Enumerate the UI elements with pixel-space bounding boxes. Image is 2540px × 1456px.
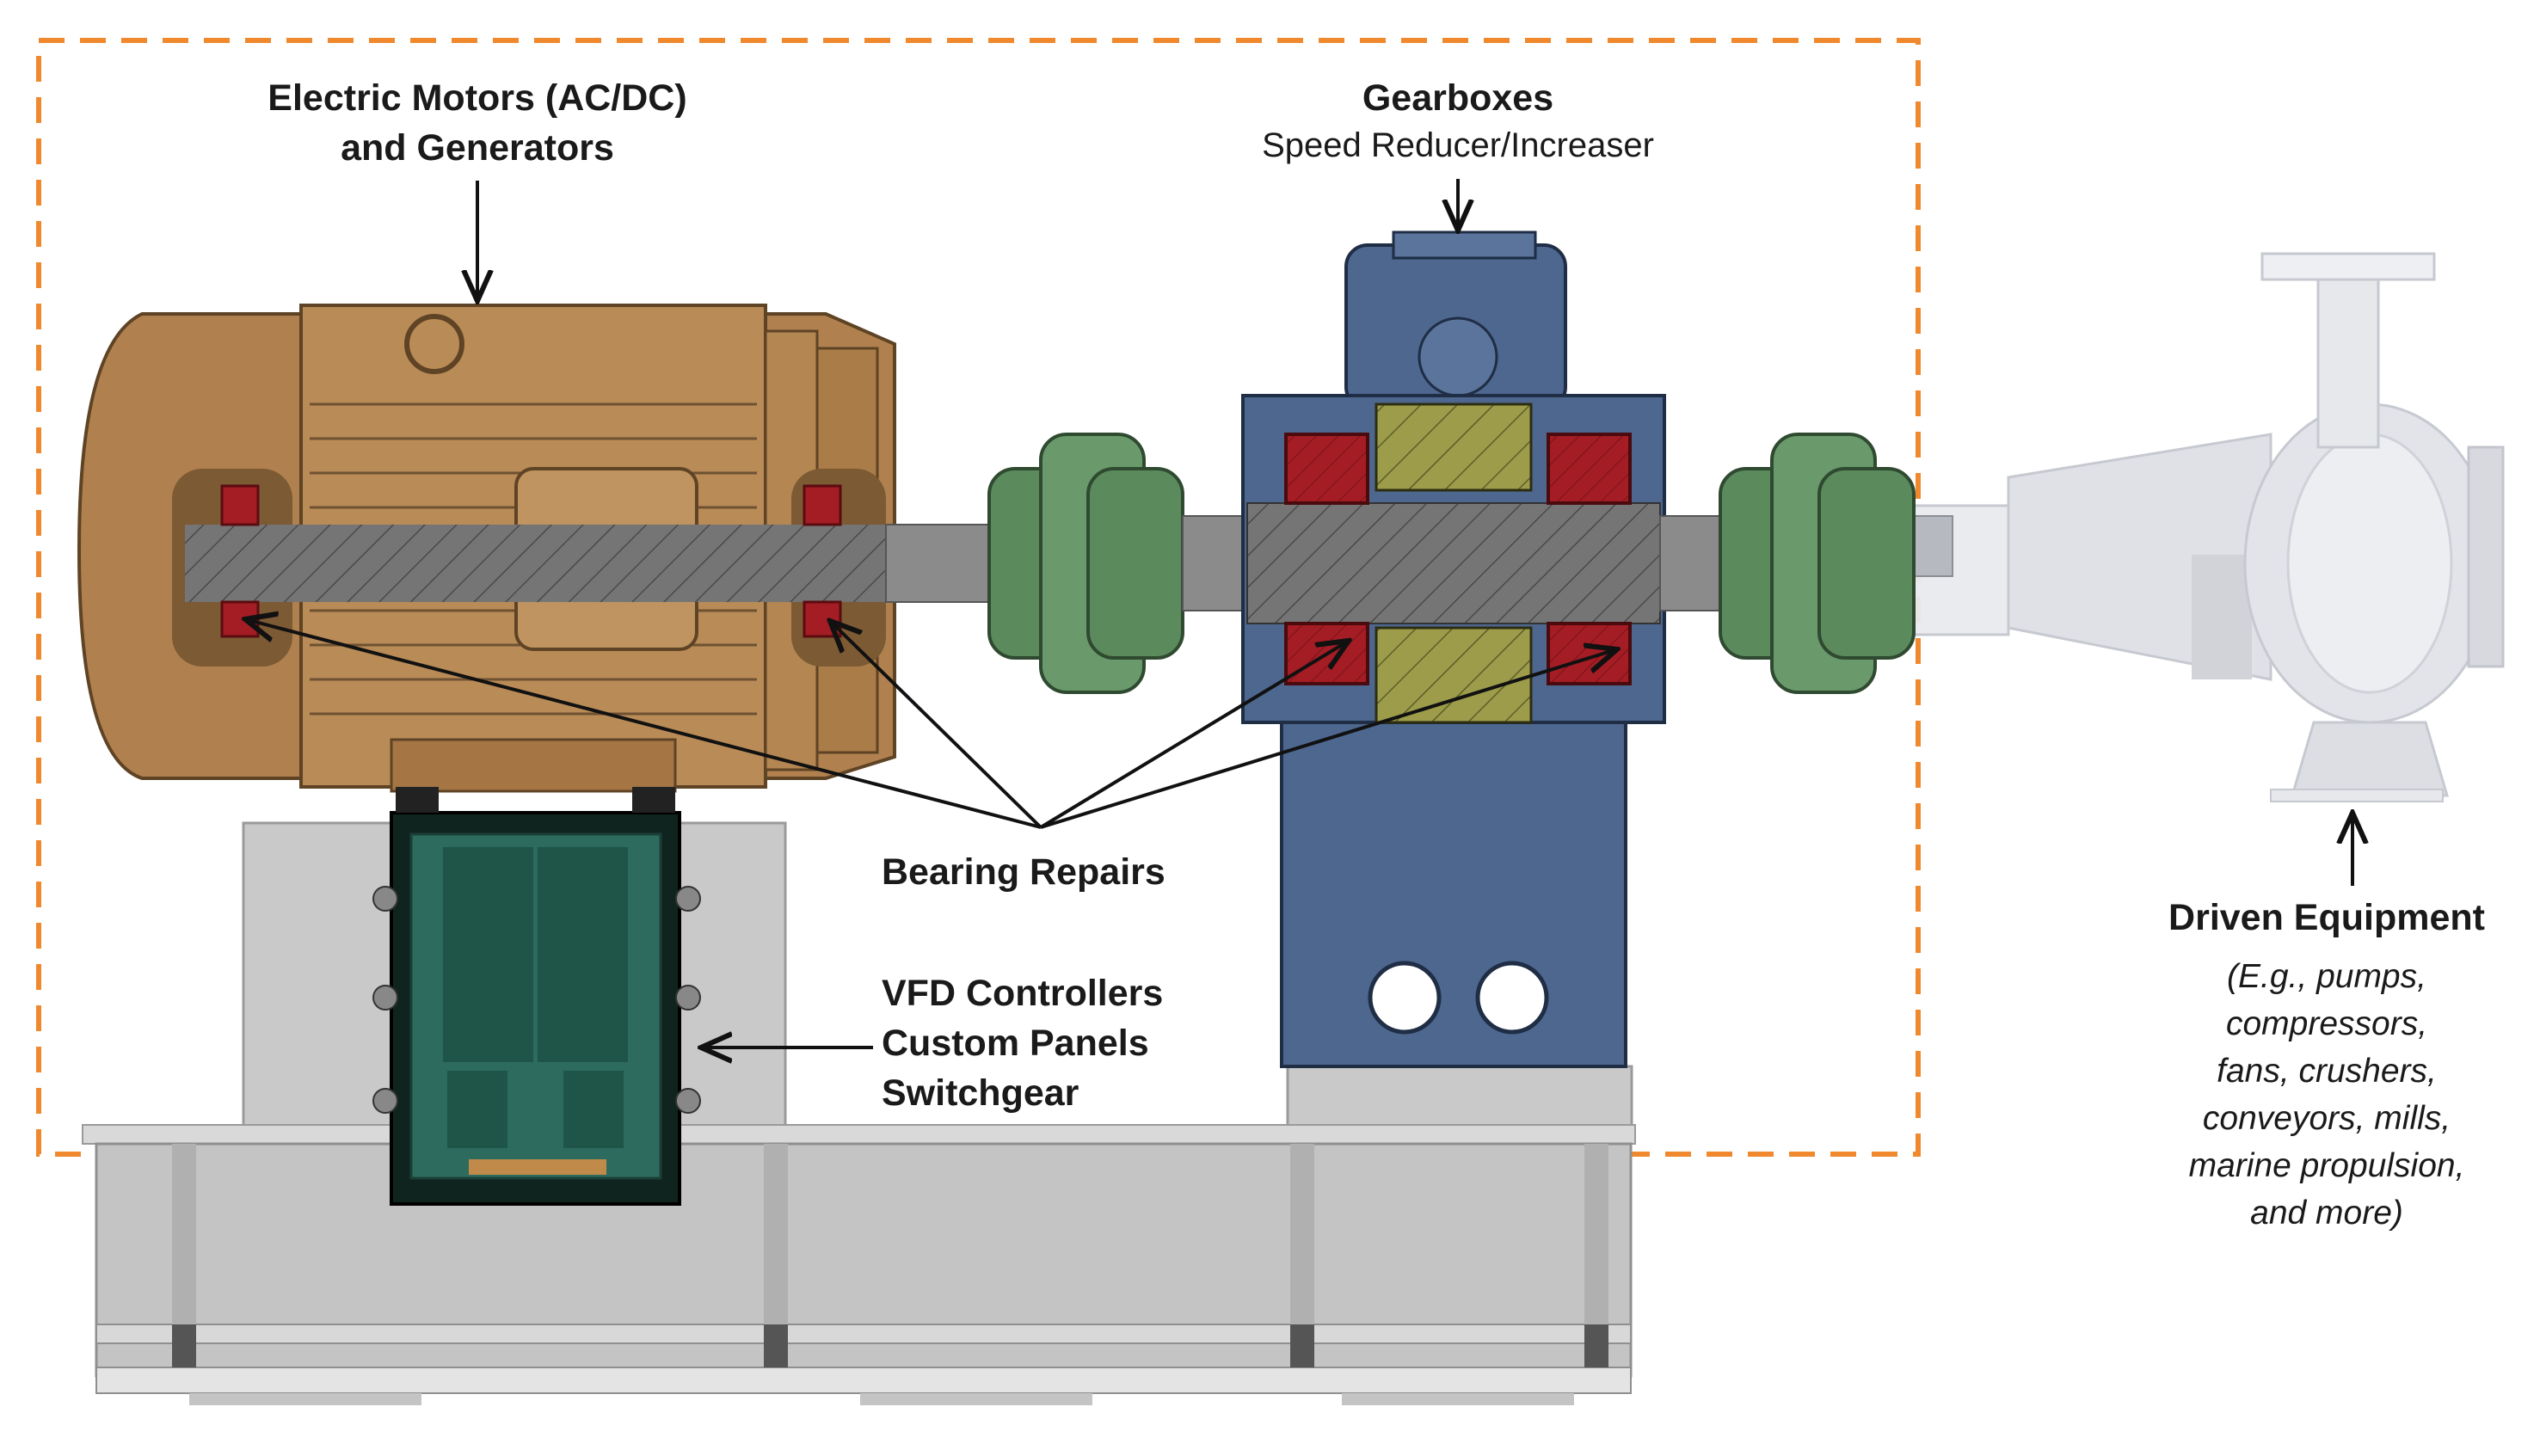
arrow-bearing-3 [1039,641,1349,829]
driven-line-2: compressors, [2225,1005,2428,1042]
vfd-label-line2: Custom Panels [882,1023,1149,1064]
gearboxes-subtitle: Speed Reducer/Increaser [1262,126,1654,164]
gearbox-bearing-bottom-right [1547,622,1632,685]
base-frame [82,821,1636,1405]
motor-bearing-right-bottom [803,600,842,638]
motors-label-line1: Electric Motors (AC/DC) [268,77,687,119]
motor-bearing-left-top [220,484,260,526]
gearbox-bearing-top-right [1547,433,1632,505]
driven-line-6: and more) [2250,1195,2403,1232]
callout-arrows [245,179,2352,1047]
bearing-repairs-label: Bearing Repairs [882,851,1165,893]
arrow-bearing-1 [245,619,1042,829]
coupling-right [1659,433,1916,694]
motors-label-line2: and Generators [341,127,614,169]
arrow-bearing-2 [830,621,1042,829]
driven-line-4: conveyors, mills, [2202,1100,2451,1137]
driven-equipment-title: Driven Equipment [2168,897,2485,938]
arrow-bearing-4 [1040,649,1617,829]
driven-equipment-examples: (E.g., pumps, compressors, fans, crusher… [2125,953,2529,1237]
coupling-left [987,433,1278,694]
gearbox-shaft [1246,502,1661,624]
driven-line-5: marine propulsion, [2188,1147,2465,1184]
gearboxes-title: Gearboxes [1362,77,1554,119]
motor-bearing-right-top [803,484,842,526]
driven-line-3: fans, crushers, [2217,1053,2437,1090]
gearboxes-label: Gearboxes Speed Reducer/Increaser [1191,73,1725,168]
motor-shaft [185,525,976,602]
driven-pump [1912,252,2505,802]
vfd-label-line1: VFD Controllers [882,973,1164,1014]
driven-line-1: (E.g., pumps, [2227,958,2426,995]
gearbox-bearing-top-left [1284,433,1369,505]
motor-bearing-left-bottom [220,600,260,638]
vfd-panel [372,787,701,1206]
gearbox-body [1241,230,1666,1068]
motors-label: Electric Motors (AC/DC) and Generators [232,73,723,173]
vfd-label: VFD Controllers Custom Panels Switchgear [882,968,1260,1118]
vfd-label-line3: Switchgear [882,1072,1079,1114]
